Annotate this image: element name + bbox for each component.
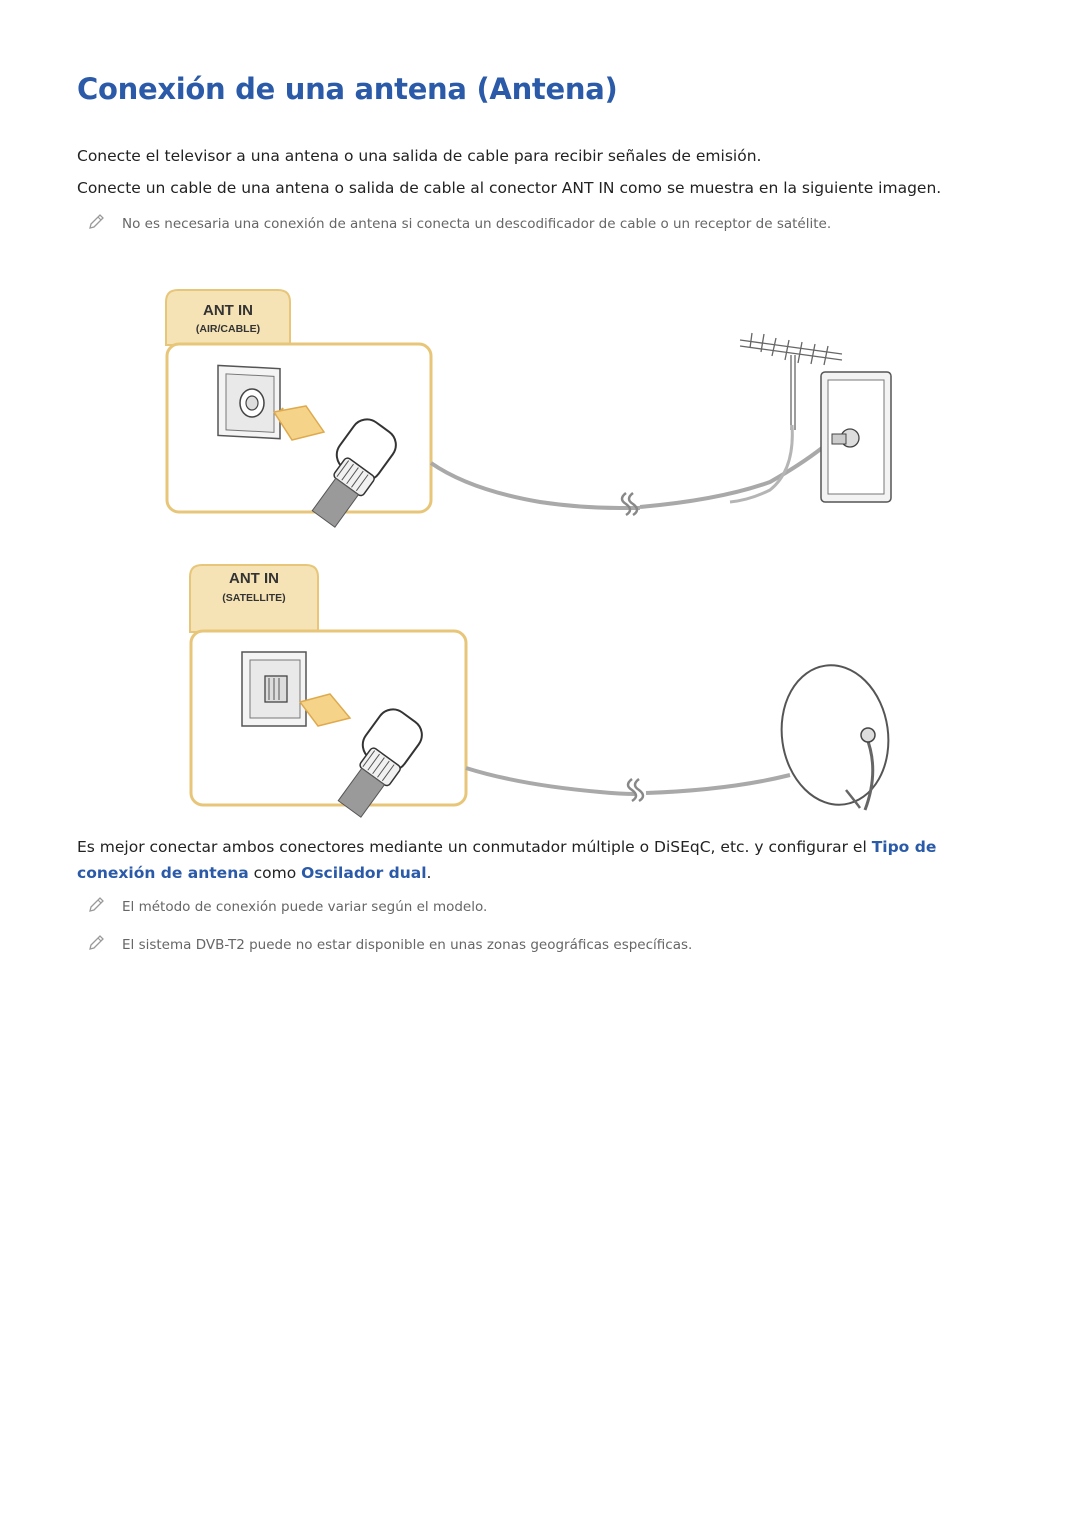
recommendation-text-mid: como bbox=[248, 864, 302, 882]
note-1: No es necesaria una conexión de antena s… bbox=[86, 212, 831, 232]
note-3: El sistema DVB-T2 puede no estar disponi… bbox=[86, 933, 692, 953]
ant-in-air-cable-tab bbox=[165, 289, 291, 346]
recommendation-text-post: . bbox=[426, 864, 432, 882]
antenna-connection-type-link[interactable]: Tipo de conexión de antena bbox=[77, 838, 937, 882]
note-2-text: El método de conexión puede variar según… bbox=[122, 899, 488, 915]
ant-in-air-cable-label: ANT IN bbox=[203, 302, 253, 319]
satellite-dish-icon bbox=[780, 664, 890, 811]
connection-diagram: ANT IN (AIR/CABLE) bbox=[165, 289, 892, 818]
recommendation-paragraph: Es mejor conectar ambos conectores media… bbox=[77, 834, 977, 886]
intro-paragraph-1: Conecte el televisor a una antena o una … bbox=[77, 147, 762, 165]
ant-in-air-cable-sublabel: (AIR/CABLE) bbox=[196, 323, 260, 335]
note-3-text: El sistema DVB-T2 puede no estar disponi… bbox=[122, 937, 693, 953]
dual-oscillator-link[interactable]: Oscilador dual bbox=[301, 864, 427, 882]
tv-antenna-icon bbox=[739, 332, 843, 430]
pencil-icon bbox=[89, 897, 104, 912]
ant-in-satellite-tab bbox=[189, 564, 319, 633]
note-2: El método de conexión puede variar según… bbox=[86, 895, 487, 915]
recommendation-text-pre: Es mejor conectar ambos conectores media… bbox=[77, 838, 872, 856]
ant-in-satellite-label: ANT IN bbox=[229, 570, 279, 587]
pencil-icon bbox=[89, 214, 104, 229]
pencil-icon bbox=[89, 935, 104, 950]
ant-in-air-cable-panel: ANT IN (AIR/CABLE) bbox=[165, 289, 433, 528]
ant-in-satellite-panel: ANT IN (SATELLITE) bbox=[189, 564, 468, 818]
note-1-text: No es necesaria una conexión de antena s… bbox=[122, 216, 832, 232]
ant-in-satellite-sublabel: (SATELLITE) bbox=[222, 592, 285, 604]
intro-paragraph-2: Conecte un cable de una antena o salida … bbox=[77, 179, 942, 197]
page-title: Conexión de una antena (Antena) bbox=[77, 72, 618, 106]
wall-outlet-icon bbox=[820, 371, 892, 503]
